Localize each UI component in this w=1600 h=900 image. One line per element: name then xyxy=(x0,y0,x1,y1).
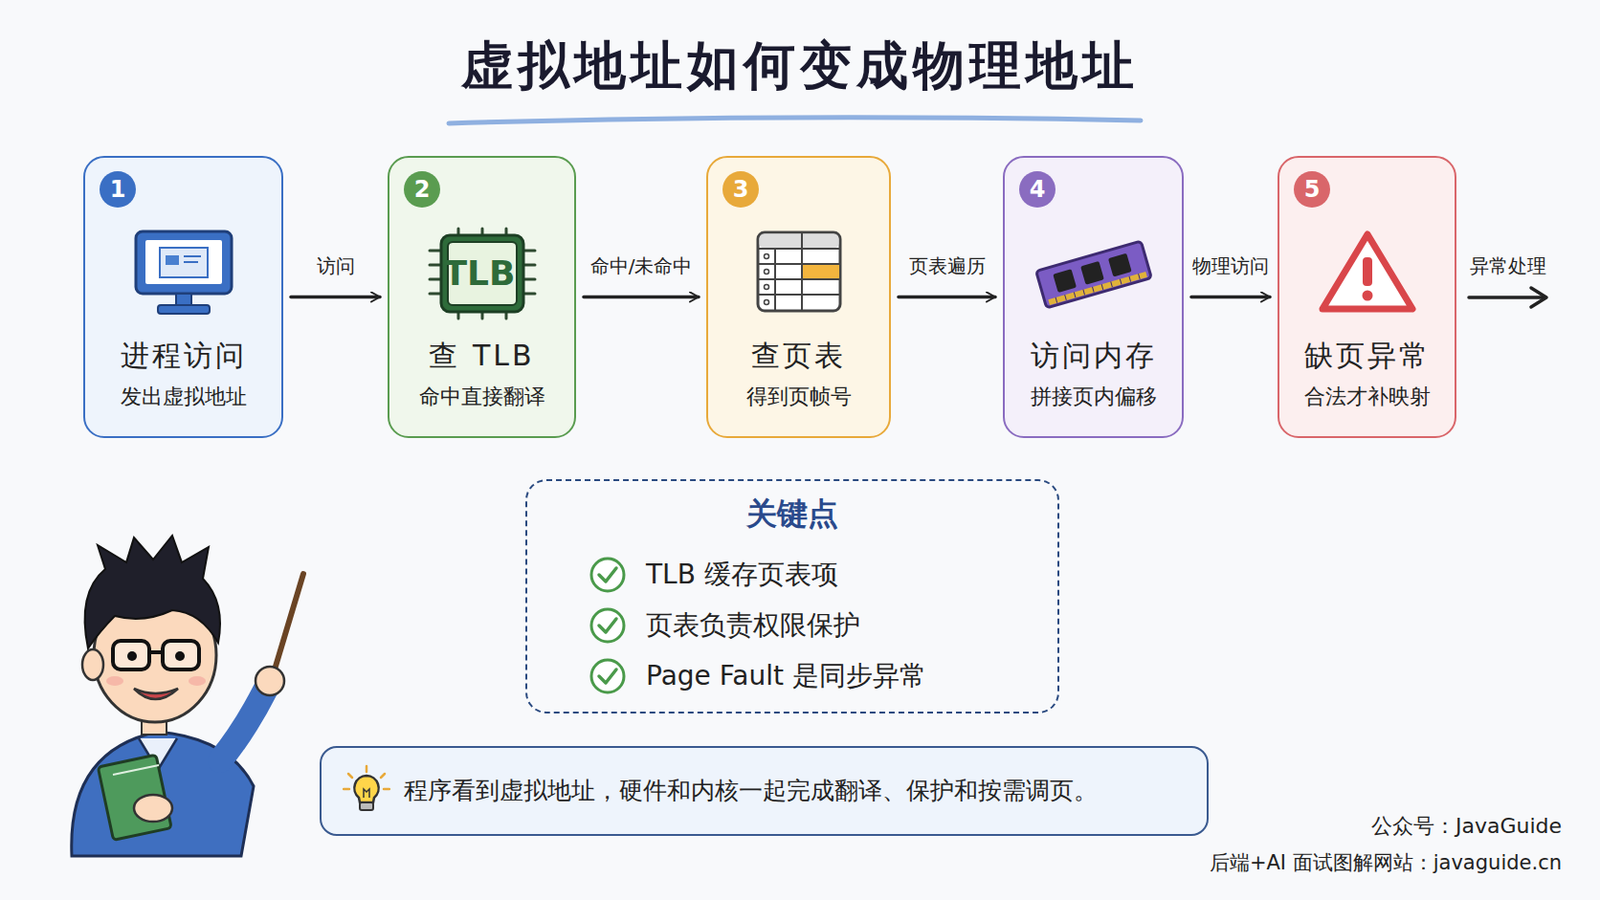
step-icon-graphic xyxy=(1314,226,1421,318)
tip-text-column: 程序看到虚拟地址，硬件和内核一起完成翻译、保护和按需调页。 xyxy=(403,776,1098,807)
check-icon xyxy=(588,555,627,595)
bulb-icon-graphic xyxy=(342,764,391,819)
arrow-label: 异常处理 xyxy=(1469,253,1547,279)
key-points-title: 关键点 xyxy=(527,494,1058,534)
check-icon-graphic xyxy=(588,606,627,645)
step-icon xyxy=(1314,226,1421,322)
key-point-row: Page Fault 是同步异常 xyxy=(588,655,1048,698)
step-icon-graphic xyxy=(1031,226,1156,318)
step-desc: 合法才补映射 xyxy=(1279,383,1455,411)
edge-label: 页表遍历 xyxy=(909,253,986,279)
edge-label: 命中/未命中 xyxy=(590,253,693,279)
step-title: 进程访问 xyxy=(85,338,282,374)
step-icon xyxy=(746,226,852,322)
step-title: 查页表 xyxy=(708,338,889,374)
process-box: 2 查 TLB 命中直接翻译 xyxy=(387,155,577,439)
title-underline xyxy=(448,117,1141,124)
process-box: 3 查页表得到页帧号 xyxy=(706,155,891,439)
step-desc: 命中直接翻译 xyxy=(389,383,575,411)
chip-label: TLB xyxy=(444,253,516,294)
edge-label: 访问 xyxy=(316,253,356,279)
key-point-text: Page Fault 是同步异常 xyxy=(645,659,927,694)
callout-number: 1 xyxy=(99,171,136,208)
key-points-box: 关键点 TLB 缓存页表项页表负责权限保护 Page Fault 是同步异常 xyxy=(525,479,1060,714)
step-title: 访问内存 xyxy=(1004,338,1182,374)
callout-number: 2 xyxy=(403,171,441,208)
step-desc: 拼接页内偏移 xyxy=(1004,383,1182,411)
key-point-row: TLB 缓存页表项 xyxy=(588,554,1048,597)
edge-label: 物理访问 xyxy=(1192,253,1269,279)
tip-text: 程序看到虚拟地址，硬件和内核一起完成翻译、保护和按需调页。 xyxy=(403,776,1098,807)
flow-arrow xyxy=(290,295,380,300)
tip-box: 程序看到虚拟地址，硬件和内核一起完成翻译、保护和按需调页。 xyxy=(319,746,1209,837)
flow-arrow xyxy=(898,295,996,300)
process-box: 5 缺页异常合法才补映射 xyxy=(1277,155,1457,439)
step-icon xyxy=(131,226,237,322)
exit-arrow xyxy=(1468,288,1547,308)
step-title: 查 TLB xyxy=(389,338,575,374)
flow-arrow xyxy=(1191,295,1270,300)
watermark: 后端+AI 面试图解网站：javaguide.cn xyxy=(1209,850,1562,877)
process-box: 4 访问内存拼接页内偏移 xyxy=(1002,155,1184,439)
key-point-text: TLB 缓存页表项 xyxy=(645,557,839,593)
flow-arrow xyxy=(583,295,699,300)
diagram-title: 虚拟地址如何变成物理地址 xyxy=(0,34,1600,98)
step-icon-graphic xyxy=(746,226,852,318)
check-icon xyxy=(588,657,627,696)
callout-number: 3 xyxy=(722,171,759,208)
check-icon-graphic xyxy=(588,555,627,595)
step-desc: 发出虚拟地址 xyxy=(85,383,282,411)
callout-number: 5 xyxy=(1293,171,1331,208)
step-icon-graphic xyxy=(131,226,237,318)
step-title: 缺页异常 xyxy=(1279,338,1455,374)
process-box: 1 进程访问发出虚拟地址 xyxy=(83,155,284,439)
step-icon xyxy=(1031,226,1156,322)
check-icon-graphic xyxy=(588,657,627,696)
check-icon xyxy=(588,606,627,645)
step-desc: 得到页帧号 xyxy=(708,383,889,411)
teacher-illustration xyxy=(71,535,304,857)
key-point-row: 页表负责权限保护 xyxy=(588,604,1048,647)
callout-number: 4 xyxy=(1019,171,1056,208)
bulb-icon xyxy=(342,764,391,819)
key-point-text: 页表负责权限保护 xyxy=(645,608,861,644)
watermark: 公众号：JavaGuide xyxy=(1371,813,1562,841)
